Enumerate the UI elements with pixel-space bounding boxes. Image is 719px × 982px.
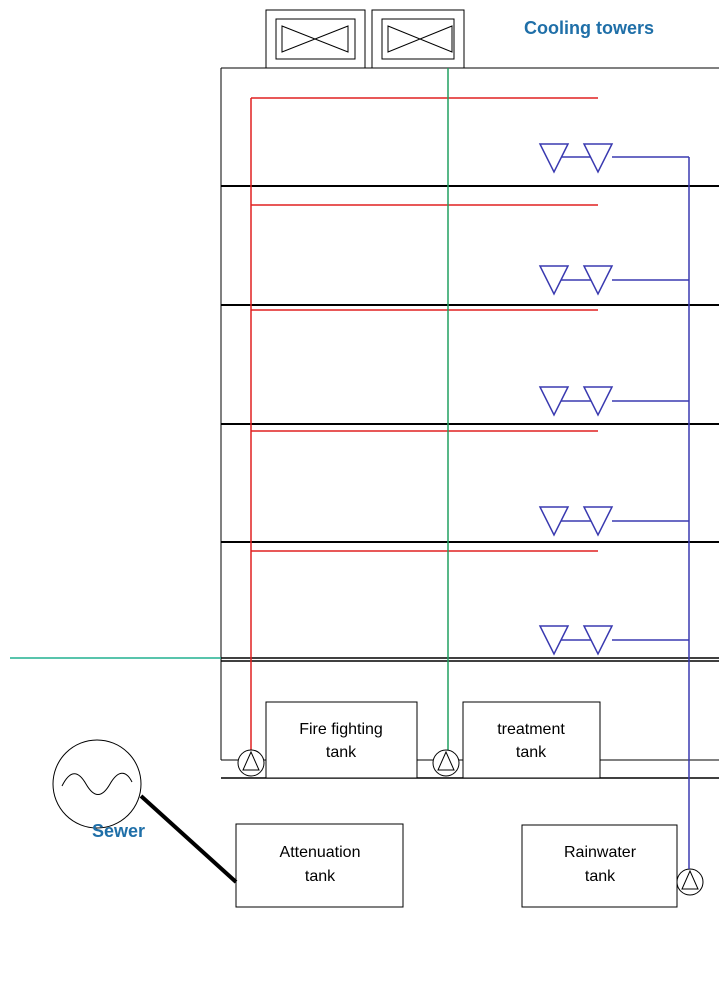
wc-fixture-pair — [538, 143, 614, 174]
rainwater-tank-label-line1: Rainwater — [564, 844, 637, 861]
rainwater-tank-label-line2: tank — [585, 868, 616, 885]
fire-fighting-tank: Fire fighting tank — [265, 701, 418, 779]
rainwater-tank: Rainwater tank — [521, 824, 678, 908]
floor-slabs — [221, 185, 719, 779]
fire-tank-label-line2: tank — [326, 744, 357, 761]
treatment-tank-label-line2: tank — [516, 744, 547, 761]
building-outline — [220, 67, 719, 761]
attenuation-tank-label-line1: Attenuation — [280, 844, 361, 861]
cooling-tower-2 — [371, 9, 465, 69]
sewer-label: Sewer — [92, 821, 145, 841]
wc-fixtures — [538, 143, 614, 656]
cooling-towers-label: Cooling towers — [524, 18, 654, 38]
attenuation-tank: Attenuation tank — [235, 823, 404, 908]
wc-fixture-pair — [538, 625, 614, 656]
rainwater-pump-icon — [676, 868, 704, 896]
rainwater-riser-pipes — [612, 156, 690, 768]
wc-fixture-pair — [538, 265, 614, 296]
cooling-pump-icon — [432, 749, 460, 777]
fire-pump-icon — [237, 749, 265, 777]
sewer-icon — [52, 739, 142, 829]
sewer-connection-pipe — [139, 794, 238, 884]
fire-tank-label-line1: Fire fighting — [299, 721, 383, 738]
wc-fixture-pair — [538, 386, 614, 417]
cooling-tower-1 — [265, 9, 366, 69]
treatment-tank: treatment tank — [462, 701, 601, 779]
treatment-tank-label-line1: treatment — [497, 721, 565, 738]
wc-fixture-pair — [538, 506, 614, 537]
fire-riser-pipes — [250, 97, 598, 750]
attenuation-tank-label-line2: tank — [305, 868, 336, 885]
